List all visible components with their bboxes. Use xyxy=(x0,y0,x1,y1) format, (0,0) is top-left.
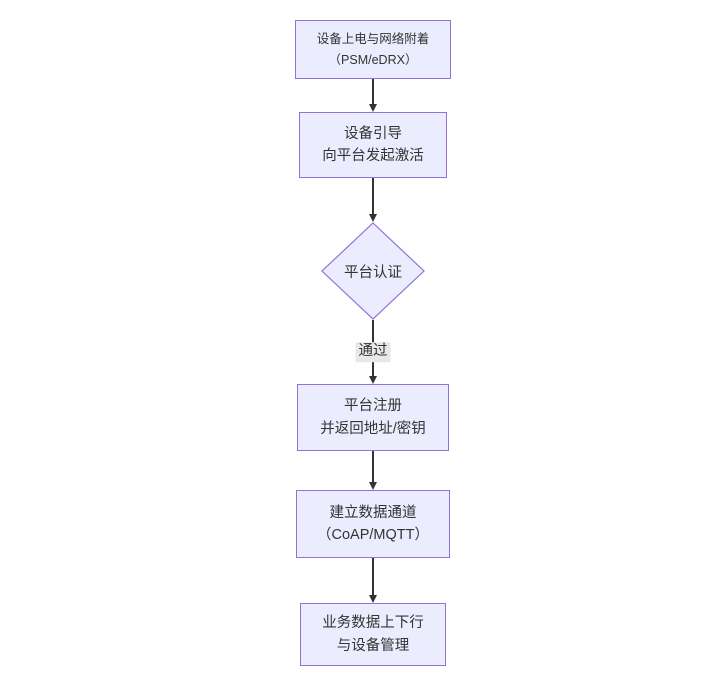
node-line: 设备上电与网络附着 xyxy=(316,31,430,46)
flow-node-business: 业务数据上下行 与设备管理 xyxy=(300,603,446,666)
node-line: 业务数据上下行 xyxy=(322,615,424,632)
node-line: 平台注册 xyxy=(344,398,402,415)
arrowhead-icon xyxy=(369,214,377,222)
flow-arrow xyxy=(367,558,379,603)
arrowhead-icon xyxy=(369,104,377,112)
diamond-shape-icon xyxy=(321,222,425,320)
flow-node-data-channel: 建立数据通道 （CoAP/MQTT） xyxy=(296,490,450,558)
node-line: 平台认证 xyxy=(344,264,402,281)
node-line: 建立数据通道 xyxy=(329,504,417,521)
arrow-line xyxy=(372,178,374,214)
arrow-line xyxy=(372,79,374,104)
node-line: 与设备管理 xyxy=(336,637,410,654)
node-line: 向平台发起激活 xyxy=(322,148,424,164)
flow-node-auth-decision: 平台认证 xyxy=(321,222,425,320)
edge-label-pass: 通过 xyxy=(355,342,391,362)
flow-arrow xyxy=(367,178,379,222)
node-line: （PSM/eDRX） xyxy=(328,52,418,67)
arrowhead-icon xyxy=(369,482,377,490)
flow-arrow xyxy=(367,451,379,490)
flow-arrow xyxy=(367,79,379,112)
flow-node-register: 平台注册 并返回地址/密钥 xyxy=(297,384,449,451)
arrow-line xyxy=(372,558,374,595)
arrow-line xyxy=(372,451,374,482)
arrowhead-icon xyxy=(369,376,377,384)
node-line: （CoAP/MQTT） xyxy=(317,527,429,543)
node-line: 设备引导 xyxy=(344,125,402,142)
arrowhead-icon xyxy=(369,595,377,603)
flow-node-bootstrap: 设备引导 向平台发起激活 xyxy=(299,112,447,178)
flow-node-power-attach: 设备上电与网络附着 （PSM/eDRX） xyxy=(295,20,451,79)
node-line: 并返回地址/密钥 xyxy=(320,420,426,437)
